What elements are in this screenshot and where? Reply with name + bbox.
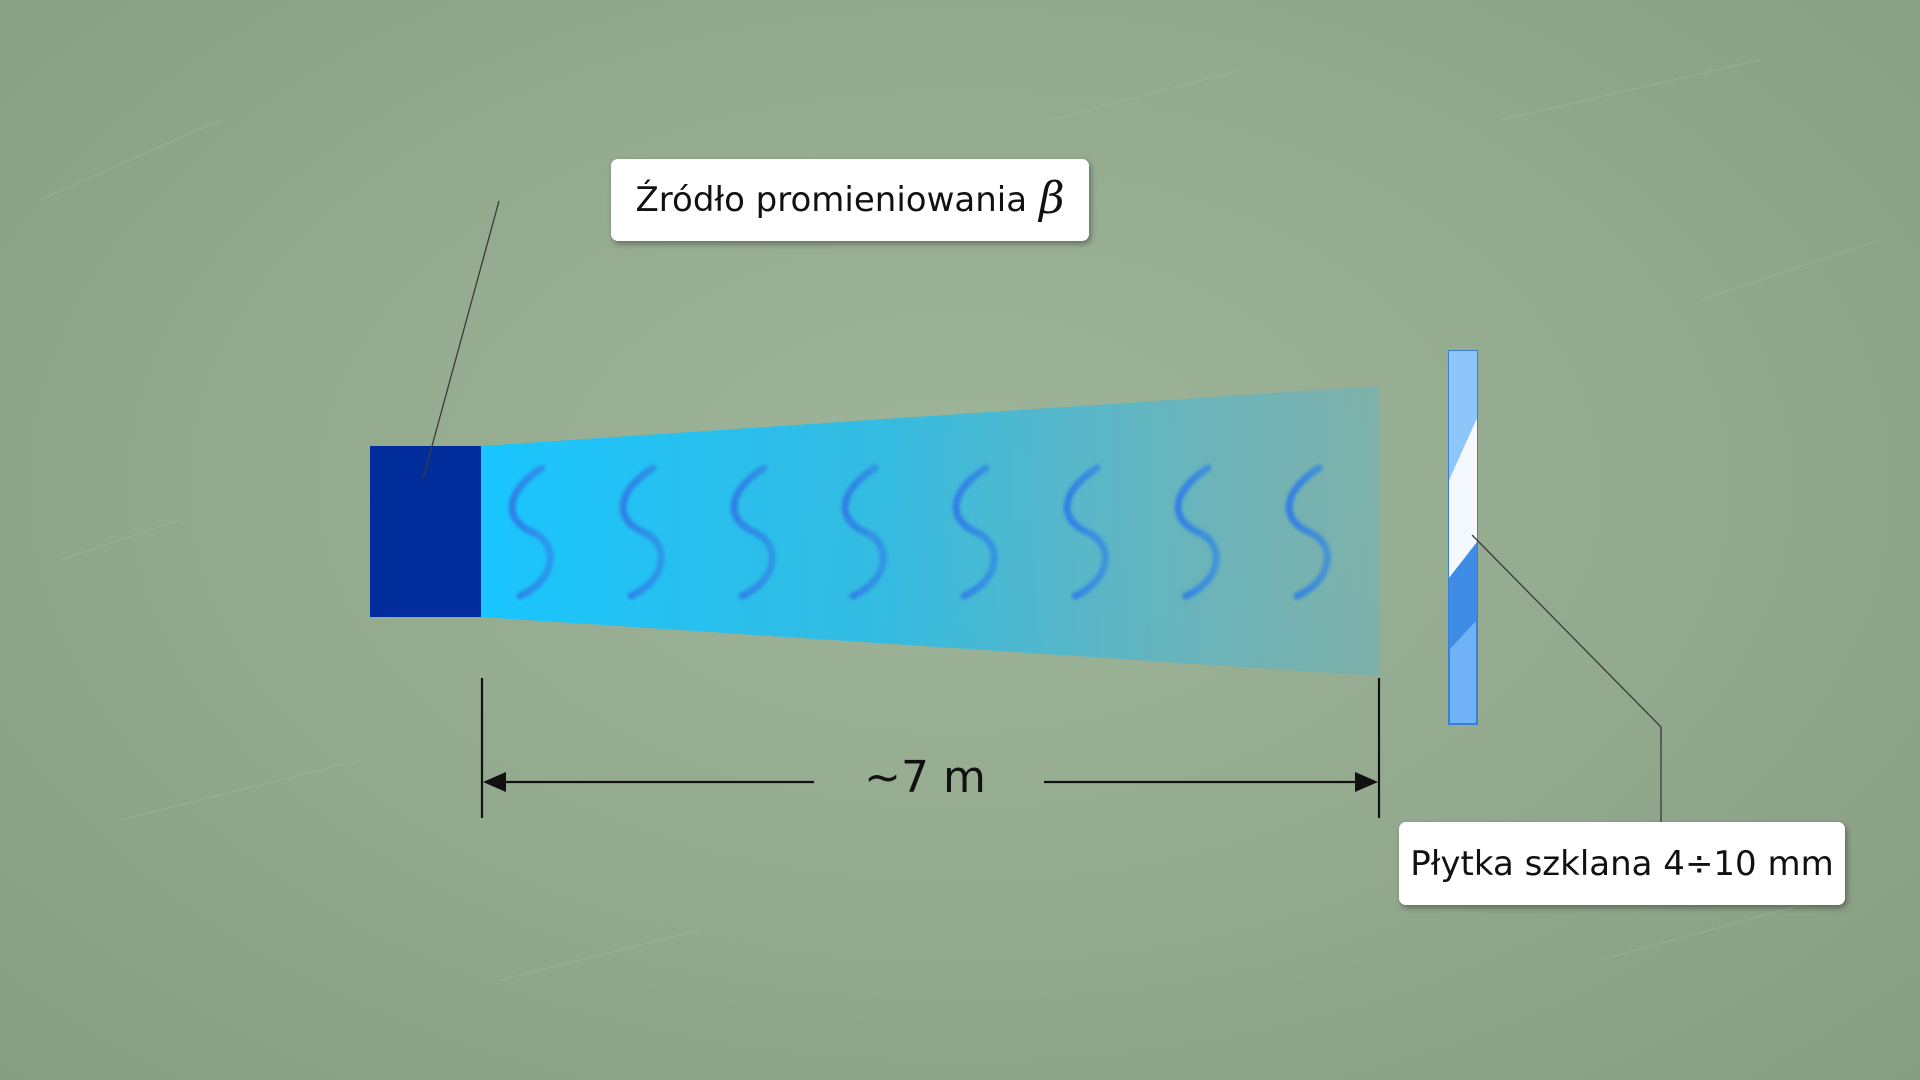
distance-label: ~7 m: [864, 752, 986, 803]
beta-wave: [1285, 464, 1331, 600]
plate-leader-line: [1471, 534, 1662, 822]
beta-wave: [730, 464, 776, 600]
radiation-beam: [481, 386, 1379, 676]
beta-wave: [841, 464, 887, 600]
beta-wave: [1174, 464, 1220, 600]
distance-dimension: [480, 678, 1381, 818]
background-texture: [39, 59, 1881, 981]
plate-callout: Płytka szklana 4÷10 mm: [1399, 822, 1845, 905]
glass-plate: [1448, 350, 1478, 725]
radiation-source-block: [370, 446, 481, 617]
beta-wave-group: [508, 464, 1331, 600]
source-leader-line: [422, 200, 500, 480]
beta-wave: [508, 464, 554, 600]
beta-symbol: β: [1039, 172, 1065, 224]
beta-wave: [619, 464, 665, 600]
beta-wave: [1063, 464, 1109, 600]
source-label: Źródło promieniowania: [635, 180, 1028, 220]
plate-label: Płytka szklana 4÷10 mm: [1410, 843, 1834, 884]
source-callout: Źródło promieniowania β: [611, 159, 1089, 241]
beta-wave: [952, 464, 998, 600]
